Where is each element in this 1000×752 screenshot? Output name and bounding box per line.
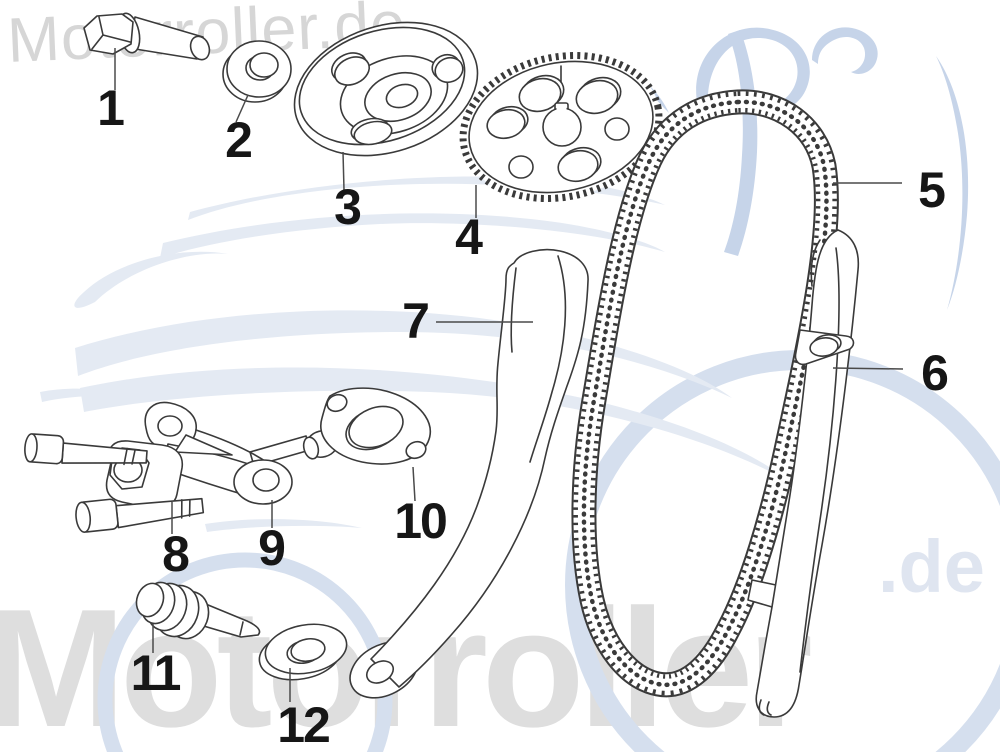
swoosh-stroke — [80, 367, 790, 482]
part-6-chain-guide-right — [747, 229, 860, 718]
figure-stalk — [724, 30, 758, 256]
part-label-10: 10 — [394, 493, 448, 549]
part-7-chain-guide-center — [349, 248, 589, 699]
leader-6 — [832, 367, 904, 370]
part-label-6: 6 — [921, 345, 949, 401]
part-label-7: 7 — [402, 293, 430, 349]
part-label-3: 3 — [334, 179, 362, 235]
part-3-cam-sprocket-plate — [293, 21, 479, 157]
part-label-9: 9 — [258, 520, 286, 576]
figure-curl-small — [812, 27, 878, 74]
part-1-flange-bolt — [83, 12, 211, 61]
part-12-washer — [258, 623, 348, 681]
leader-2 — [235, 94, 249, 123]
swoosh-stroke — [160, 213, 665, 258]
figure-tail — [936, 56, 969, 310]
part-label-11: 11 — [130, 645, 182, 701]
leader-10 — [412, 466, 416, 502]
part-label-1: 1 — [97, 80, 125, 136]
part-4-camshaft-timing-gear — [459, 52, 663, 202]
part-label-12: 12 — [277, 697, 331, 752]
swoosh-stroke — [75, 310, 732, 398]
wheel-ring-left — [97, 552, 393, 752]
part-label-8: 8 — [162, 526, 190, 582]
part-8-bolt-lower — [75, 497, 205, 533]
part-2-washer — [222, 40, 292, 103]
swoosh-stroke — [40, 388, 140, 402]
swoosh-stroke — [74, 251, 228, 308]
part-8-bolt-upper — [24, 433, 148, 466]
leader-lines — [114, 48, 904, 702]
part-label-5: 5 — [918, 162, 946, 218]
leader-3 — [342, 151, 345, 191]
part-10-gasket — [320, 387, 432, 465]
arm-flag — [174, 434, 233, 456]
part-11-plug — [135, 581, 261, 640]
background-swoosh-art — [40, 27, 1000, 752]
part-label-2: 2 — [225, 112, 253, 168]
figure-curl-large — [696, 27, 810, 113]
part-label-4: 4 — [455, 209, 483, 265]
swoosh-stroke — [205, 519, 362, 532]
